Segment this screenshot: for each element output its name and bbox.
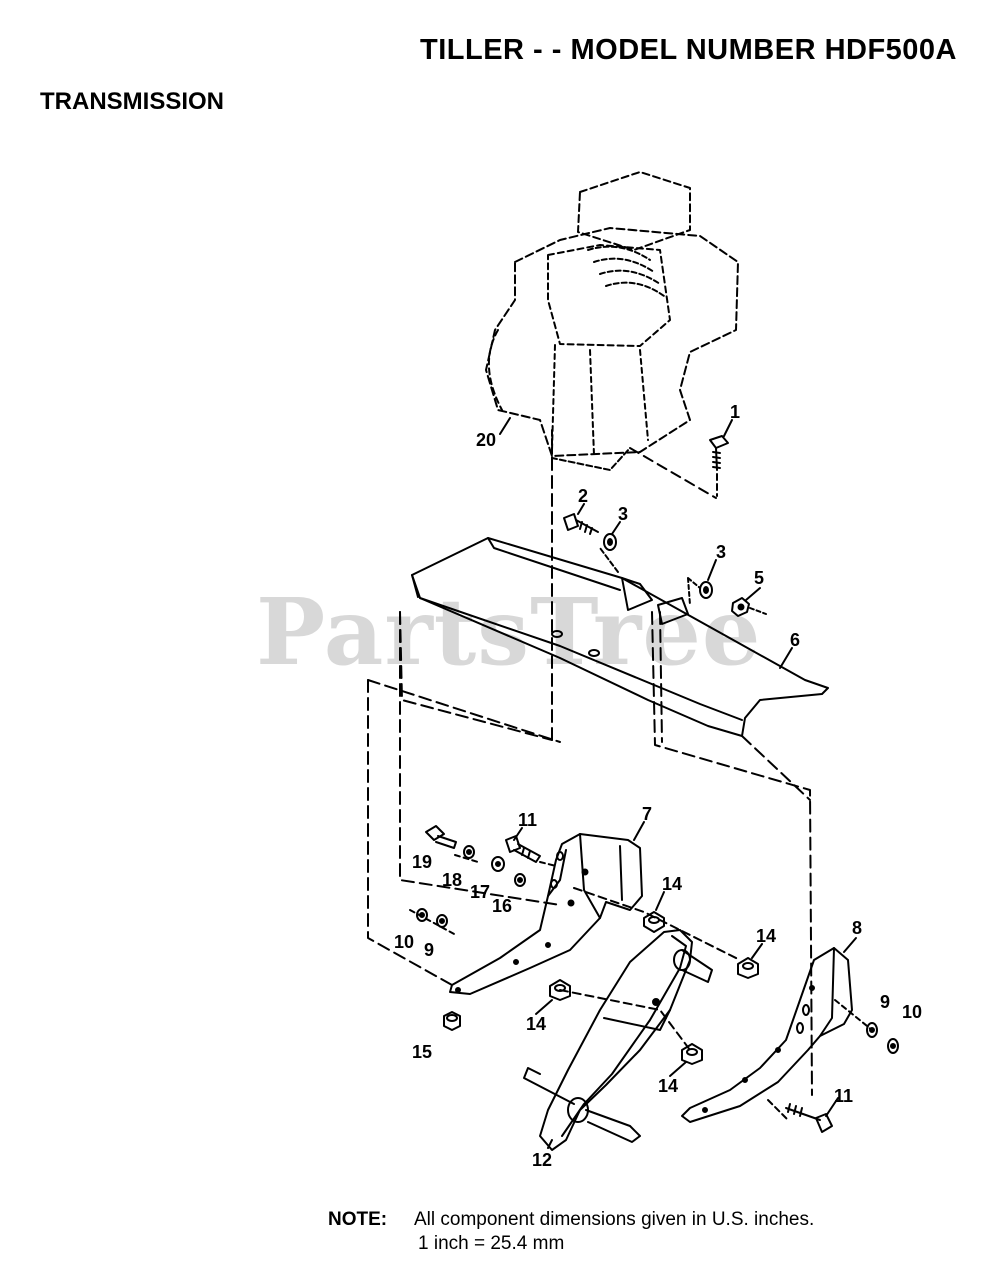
callout-10a: 10 xyxy=(394,932,414,952)
callout-3a: 3 xyxy=(618,504,628,524)
nut-part-10a xyxy=(416,908,428,922)
nut-part-18 xyxy=(463,845,475,859)
callout-16: 16 xyxy=(492,896,512,916)
bracket-part-7 xyxy=(449,833,643,995)
bushing-part-14c xyxy=(549,979,571,1001)
callout-11b: 11 xyxy=(834,1086,853,1106)
nut-part-16 xyxy=(514,873,526,887)
callout-14b: 14 xyxy=(756,926,776,946)
callout-17: 17 xyxy=(470,882,490,902)
callout-12: 12 xyxy=(532,1150,552,1170)
callout-14d: 14 xyxy=(658,1076,678,1096)
note-block: NOTE: All component dimensions given in U… xyxy=(328,1208,814,1256)
note-line-1: All component dimensions given in U.S. i… xyxy=(414,1209,815,1230)
callout-9a: 9 xyxy=(424,940,434,960)
transmission-part-12 xyxy=(523,929,713,1151)
callout-6: 6 xyxy=(790,630,800,650)
callout-5: 5 xyxy=(754,568,764,588)
engine-part-20 xyxy=(485,171,739,499)
callout-3b: 3 xyxy=(716,542,726,562)
callout-20: 20 xyxy=(476,430,496,450)
bushing-part-14a xyxy=(643,911,665,933)
washer-part-3a xyxy=(603,533,617,551)
washer-part-9a xyxy=(436,914,448,928)
callout-18: 18 xyxy=(442,870,462,890)
watermark: PartsTree xyxy=(256,578,762,686)
note-line-2: 1 inch = 25.4 mm xyxy=(418,1233,565,1254)
bushing-part-14b xyxy=(737,957,759,979)
section-title: TRANSMISSION xyxy=(40,88,225,115)
callout-14a: 14 xyxy=(662,874,682,894)
callout-19: 19 xyxy=(412,852,432,872)
callout-9b: 9 xyxy=(880,992,890,1012)
callout-15: 15 xyxy=(412,1042,432,1062)
bolt-part-11a xyxy=(505,835,541,863)
nut-part-10b xyxy=(887,1038,899,1054)
bolt-part-1 xyxy=(709,435,729,497)
bracket-part-8 xyxy=(681,947,853,1123)
nut-part-5 xyxy=(731,597,767,617)
callout-11a: 11 xyxy=(518,810,537,830)
tine-shield-part-6 xyxy=(411,537,829,737)
callout-7: 7 xyxy=(642,804,652,824)
callout-10b: 10 xyxy=(902,1002,922,1022)
bolt-part-11b xyxy=(785,1103,833,1133)
callout-14c: 14 xyxy=(526,1014,546,1034)
page-title: TILLER - - MODEL NUMBER HDF500A xyxy=(420,34,957,66)
note-label: NOTE: xyxy=(328,1209,388,1230)
callout-8: 8 xyxy=(852,918,862,938)
bolt-part-19 xyxy=(425,825,457,849)
washer-part-9b xyxy=(866,1022,878,1038)
washer-part-3b xyxy=(699,581,713,599)
washer-part-17 xyxy=(491,856,505,872)
callout-2: 2 xyxy=(578,486,588,506)
bolt-part-2 xyxy=(563,513,599,535)
nut-part-15 xyxy=(443,1011,461,1031)
bushing-part-14d xyxy=(681,1043,703,1065)
callout-1: 1 xyxy=(730,402,740,422)
